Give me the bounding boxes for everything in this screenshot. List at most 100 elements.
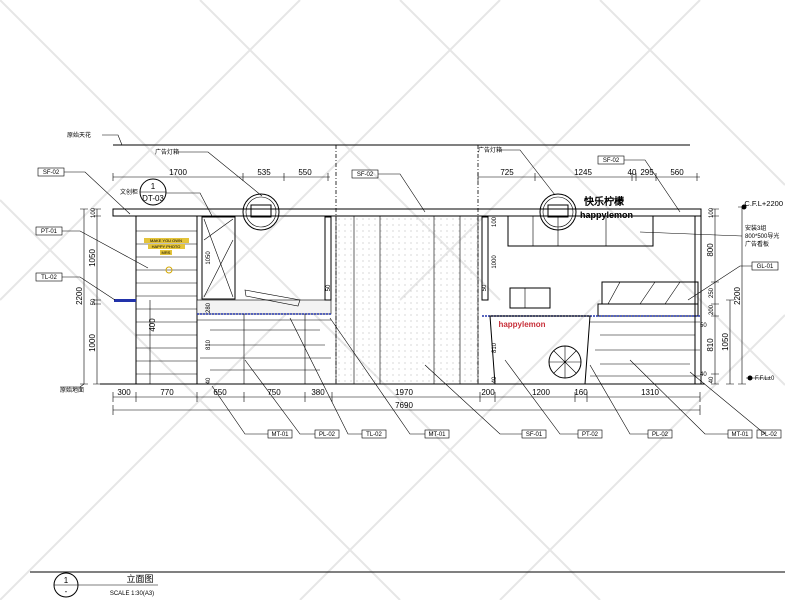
ceiling-leader	[102, 134, 123, 146]
material-tag: PT-01	[35, 226, 149, 269]
top-dimension-right	[477, 173, 700, 181]
right-counter	[481, 215, 702, 385]
material-tag: GL-01	[687, 261, 779, 301]
title-name: 立面图	[126, 573, 153, 584]
level-marker-icon	[741, 204, 747, 210]
material-tag: TL-02	[35, 272, 116, 301]
level-marker-icon	[747, 375, 753, 381]
dim-text: 2200	[733, 287, 742, 305]
dim-text: 1050	[721, 333, 730, 351]
svg-text:PL-02: PL-02	[319, 432, 336, 438]
dim-text: 725	[500, 168, 514, 177]
floor-leader	[60, 383, 85, 388]
dim-text: 810	[492, 342, 498, 353]
cabinet-text: MRS	[162, 250, 171, 255]
dim-text: 200	[481, 388, 495, 397]
svg-text:PT-01: PT-01	[41, 229, 58, 235]
dim-text: 400	[148, 318, 157, 332]
detail-ref-sheet: DT-03	[142, 194, 164, 203]
dim-text: 50	[700, 323, 707, 329]
detail-ref-number: 1	[151, 182, 156, 191]
material-tag: SF-02	[37, 167, 131, 215]
dim-text: 40	[206, 377, 212, 384]
signboard-note: 800*500导光	[745, 232, 779, 240]
ffl-label: F.F.L±0	[755, 376, 775, 382]
tl-strip	[114, 299, 136, 302]
cabinet-text-bg	[148, 244, 185, 249]
dim-text: 50	[91, 298, 97, 305]
total-dim-text: 7690	[395, 401, 413, 410]
cabinet-text-bg	[160, 250, 172, 255]
dim-text: 300	[117, 388, 131, 397]
dim-text: 1000	[492, 255, 498, 269]
title-sub: -	[65, 587, 68, 596]
svg-text:SF-02: SF-02	[603, 158, 620, 164]
bottom-tags: MT-01 PL-02 TL-02 MT-01 SF-01 PT-02 PL-0…	[211, 317, 782, 439]
material-tag: SF-02	[597, 155, 681, 213]
central-panel	[335, 215, 479, 385]
dim-text: 650	[213, 388, 227, 397]
title-scale: SCALE 1:30(A3)	[110, 591, 154, 597]
lightbox-label-right: 广告灯箱	[478, 146, 502, 154]
svg-text:SF-01: SF-01	[526, 432, 543, 438]
dim-text: 40	[492, 376, 498, 383]
left-counter	[196, 216, 332, 384]
dim-text: 100	[492, 216, 498, 227]
dim-text: 800	[706, 243, 715, 257]
cabinet-text-bg	[144, 238, 189, 243]
dim-text: 100	[91, 207, 97, 218]
brand-en: happylemon	[580, 210, 633, 220]
lightbox-leader	[500, 149, 556, 196]
signboard-note: 广告看板	[745, 240, 769, 248]
signboard-note: 安装3组	[745, 224, 766, 232]
cabinet-text: MAKE YOU OWN	[150, 238, 182, 243]
smile-icon	[165, 266, 173, 274]
bottom-dimension-lines	[112, 392, 701, 415]
dim-text: 295	[640, 168, 654, 177]
svg-text:TL-02: TL-02	[366, 432, 382, 438]
dim-text: 1700	[169, 168, 187, 177]
svg-text:TL-02: TL-02	[41, 275, 57, 281]
svg-text:SF-02: SF-02	[43, 170, 60, 176]
dim-text: 770	[160, 388, 174, 397]
dim-text: 1000	[88, 334, 97, 352]
lightbox-right	[539, 193, 577, 231]
brand-cn: 快乐柠檬	[583, 195, 624, 208]
svg-text:PT-02: PT-02	[582, 432, 599, 438]
dim-text: 560	[670, 168, 684, 177]
dim-text: 550	[298, 168, 312, 177]
dim-text: 200	[709, 304, 715, 315]
dim-text: 100	[709, 207, 715, 218]
dim-text: 40	[709, 376, 715, 383]
dim-text: 1310	[641, 388, 659, 397]
dim-text: 40	[628, 168, 637, 177]
dim-text: 1200	[532, 388, 550, 397]
dim-text: 40	[700, 372, 707, 378]
dim-text: 380	[311, 388, 325, 397]
svg-text:SF-02: SF-02	[357, 172, 374, 178]
dim-text: 750	[267, 388, 281, 397]
dim-text: 1970	[395, 388, 413, 397]
cfl-label: C.F.L+2200	[744, 199, 783, 208]
cabinet-text: HAPPY PHOTO	[152, 244, 181, 249]
dim-text: 1050	[88, 249, 97, 267]
top-dimension-left	[112, 173, 330, 181]
dim-text: 50	[482, 284, 488, 291]
title-number: 1	[64, 576, 69, 585]
svg-text:PL-02: PL-02	[761, 432, 778, 438]
dim-text: 280	[206, 302, 212, 313]
ceiling-label: 原始天花	[67, 131, 91, 139]
dim-text: 1245	[574, 168, 592, 177]
dim-text: 1050	[206, 251, 212, 265]
svg-text:PL-02: PL-02	[652, 432, 669, 438]
counter-logo: happylemon	[498, 320, 545, 329]
svg-text:MT-01: MT-01	[731, 432, 749, 438]
lightbox-leader	[178, 151, 263, 197]
dim-text: 250	[709, 287, 715, 298]
lightbox-left	[242, 193, 280, 231]
lightbox-label-left: 广告灯箱	[155, 148, 179, 156]
svg-text:GL-01: GL-01	[757, 264, 774, 270]
